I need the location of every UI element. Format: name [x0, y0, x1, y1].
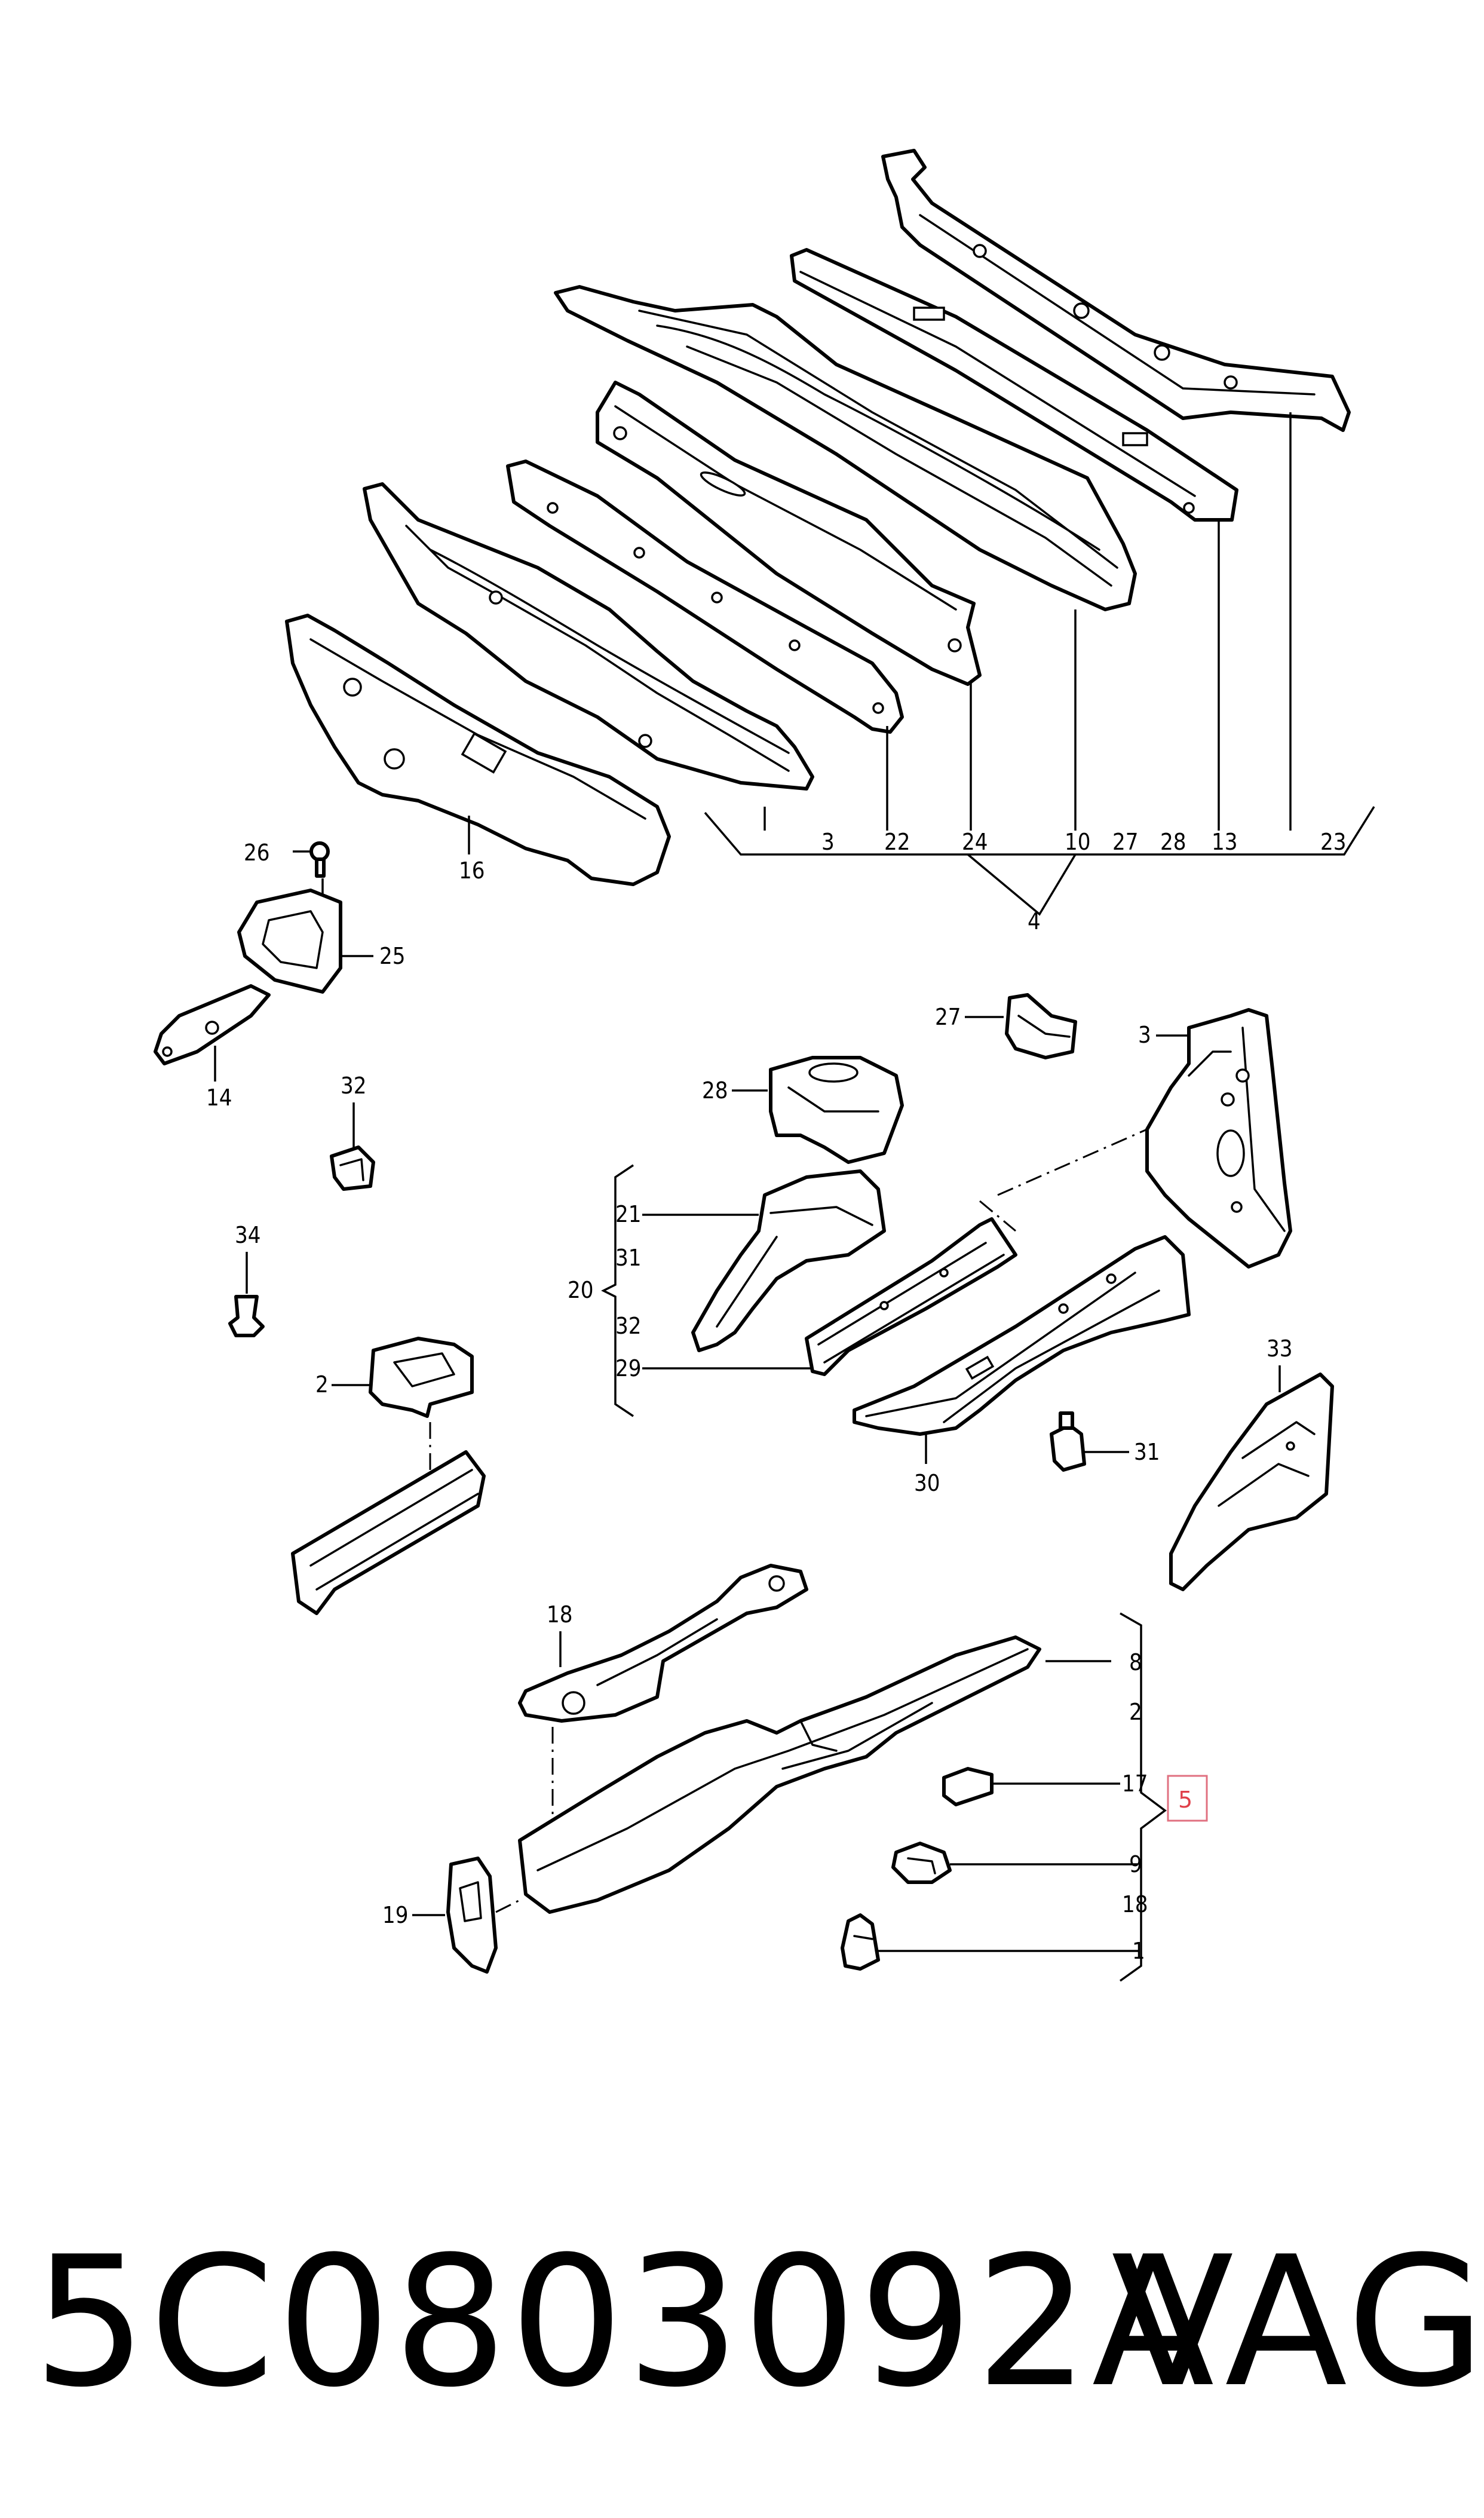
callout-25: 25 — [379, 943, 406, 969]
brand-label: VAG — [1111, 2218, 1484, 2427]
part-29-inner-rail — [642, 1217, 1017, 1376]
part-17-bracket — [942, 1767, 1120, 1806]
part-27-bracket — [965, 993, 1077, 1059]
callout-16: 16 — [459, 857, 485, 884]
callout-23: 23 — [1320, 829, 1347, 855]
callout-32-left: 32 — [341, 1073, 367, 1099]
callout-27: 27 — [1112, 829, 1139, 855]
bracket-5 — [1119, 1612, 1167, 1982]
part-left-rail-section — [291, 1450, 486, 1615]
callout-27-mid: 27 — [935, 1004, 961, 1030]
part-14-bracket — [154, 984, 271, 1082]
part-23-crossmember — [881, 149, 1351, 432]
part-30-floor-rail — [853, 1235, 1191, 1464]
callout-28: 28 — [1160, 829, 1186, 855]
callout-22: 22 — [884, 829, 910, 855]
callout-5: 5 — [1178, 1787, 1192, 1813]
callout-26: 26 — [244, 840, 270, 866]
callout-17: 17 — [1122, 1770, 1148, 1797]
dash-line-pillar — [997, 1128, 1148, 1196]
highlight-callout-5: 5 — [1167, 1775, 1208, 1822]
callout-3-mid: 3 — [1138, 1022, 1151, 1048]
callout-13: 13 — [1212, 829, 1238, 855]
callout-4: 4 — [1028, 908, 1041, 935]
callout-18-top: 18 — [547, 1601, 573, 1628]
part-34-plug — [228, 1252, 265, 1337]
callout-9: 9 — [1129, 1851, 1142, 1877]
callout-32-mid: 32 — [615, 1313, 642, 1339]
callout-29: 29 — [615, 1355, 642, 1381]
callout-24: 24 — [962, 829, 988, 855]
callout-3: 3 — [821, 829, 835, 855]
bracket-20 — [601, 1164, 634, 1417]
callout-8: 8 — [1129, 1649, 1142, 1675]
callout-1: 1 — [1132, 1938, 1145, 1964]
part-long-rail — [495, 1635, 1041, 1914]
callout-21: 21 — [615, 1201, 642, 1227]
part-22-reinforcement — [506, 460, 904, 734]
callout-20: 20 — [568, 1277, 594, 1303]
upper-group — [285, 149, 1375, 916]
part-26-bolt — [293, 841, 330, 878]
part-25-mount — [237, 878, 373, 994]
part-18-bracket — [518, 1564, 808, 1816]
part-19-plate — [412, 1857, 498, 1974]
upper-leaders — [468, 412, 1292, 854]
part-3-a-pillar — [1145, 1008, 1292, 1269]
callout-14: 14 — [206, 1085, 232, 1111]
part-31-clip — [1050, 1411, 1129, 1472]
part-16-insulation — [285, 614, 671, 886]
part-28-housing — [732, 1056, 904, 1164]
part-2-bracket — [332, 1337, 474, 1506]
callout-2-left: 2 — [315, 1371, 329, 1398]
part-24-bulkhead — [596, 381, 982, 686]
callout-28-mid: 28 — [702, 1077, 728, 1104]
part-10-plenum-panel — [554, 285, 1137, 611]
dash-line-mid — [979, 1200, 1016, 1232]
part-1-bracket — [841, 1913, 1138, 1971]
callout-18-right: 18 — [1122, 1891, 1148, 1917]
part-32-clip — [330, 1102, 375, 1191]
callout-33: 33 — [1267, 1335, 1293, 1362]
callout-19: 19 — [382, 1902, 409, 1928]
callout-30: 30 — [914, 1470, 940, 1496]
part-number: 5C0803092A — [33, 2218, 1217, 2427]
part-33-panel — [1169, 1365, 1334, 1591]
part-13-cowl-panel — [790, 248, 1238, 522]
callout-31-right: 31 — [1134, 1439, 1160, 1465]
callout-10: 10 — [1065, 829, 1091, 855]
callout-34: 34 — [235, 1222, 261, 1248]
part-21-wheelhouse — [642, 1169, 886, 1352]
part-3-firewall — [363, 482, 814, 791]
part-9-mount — [891, 1842, 1138, 1884]
callout-2-right: 2 — [1129, 1699, 1142, 1725]
callout-31-mid: 31 — [615, 1245, 642, 1271]
